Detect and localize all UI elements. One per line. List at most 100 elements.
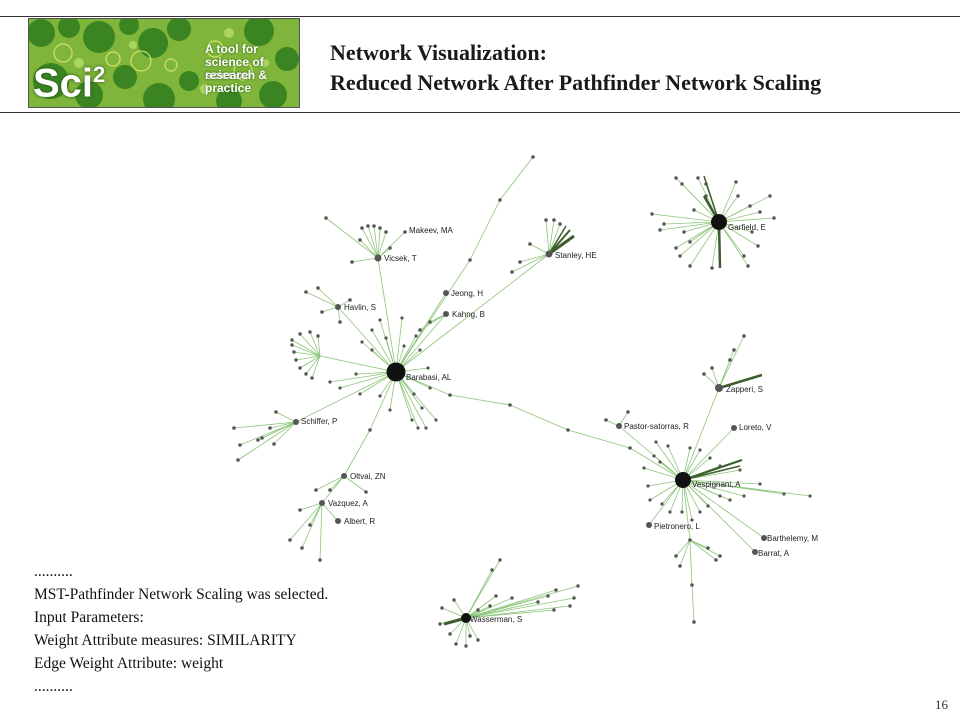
- network-edge-81: [395, 371, 419, 429]
- network-edge-135: [682, 479, 745, 497]
- notes-line-1: ..........: [34, 563, 73, 580]
- network-node-115: [692, 208, 696, 212]
- network-node-102: [750, 230, 754, 234]
- network-edge-145: [682, 479, 811, 497]
- header-rule-top: [0, 16, 960, 17]
- network-node-128: [706, 504, 710, 508]
- label-oltvai: Oltvai, ZN: [350, 472, 386, 481]
- network-edge-14: [359, 239, 379, 259]
- network-node-73: [358, 392, 362, 396]
- network-edge-10: [367, 225, 379, 259]
- network-node-170: [536, 600, 540, 604]
- network-edge-55: [289, 502, 323, 541]
- network-edge-24: [317, 287, 339, 308]
- network-edge-146: [682, 459, 743, 481]
- network-edge-51: [321, 475, 345, 504]
- network-edge-74: [339, 371, 397, 389]
- network-node-45: [236, 458, 240, 462]
- network-edge-134: [682, 479, 731, 501]
- network-node-156: [690, 583, 694, 587]
- network-node-153: [761, 535, 767, 541]
- network-edge-41: [269, 421, 297, 429]
- network-node-41: [256, 438, 260, 442]
- network-edge-163: [689, 539, 693, 586]
- network-node-163: [675, 472, 691, 488]
- network-node-61: [360, 340, 364, 344]
- network-edge-88: [519, 253, 550, 263]
- network-node-123: [660, 502, 664, 506]
- label-vespignani: Vespignani, A: [692, 480, 741, 489]
- network-node-158: [706, 546, 710, 550]
- network-node-112: [662, 222, 666, 226]
- network-node-119: [658, 460, 662, 464]
- network-node-126: [690, 518, 694, 522]
- network-node-95: [704, 182, 708, 186]
- title-line-1: Network Visualization:: [330, 40, 547, 65]
- network-node-175: [576, 584, 580, 588]
- network-node-9: [360, 226, 364, 230]
- network-edge-164: [691, 584, 695, 623]
- network-edge-6: [567, 429, 631, 449]
- network-node-111: [682, 230, 686, 234]
- network-node-38: [316, 334, 320, 338]
- network-node-165: [488, 604, 492, 608]
- network-node-62: [370, 328, 374, 332]
- network-edge-44: [261, 421, 297, 439]
- network-node-14: [358, 238, 362, 242]
- label-stanley: Stanley, HE: [555, 251, 597, 260]
- label-garfield: Garfield, E: [728, 223, 766, 232]
- network-node-161: [674, 554, 678, 558]
- network-node-24: [316, 286, 320, 290]
- label-wasserman: Wasserman, S: [470, 615, 522, 624]
- network-edge-39: [319, 355, 397, 373]
- notes-line-3: Input Parameters:: [34, 609, 144, 626]
- network-node-5: [566, 428, 570, 432]
- network-edge-13: [377, 231, 387, 259]
- network-nodes: [232, 155, 812, 648]
- network-edge-25: [305, 291, 339, 308]
- network-edge-93: [548, 225, 567, 255]
- network-edge-48: [275, 411, 297, 423]
- network-edge-23: [337, 306, 397, 373]
- network-node-100: [768, 194, 772, 198]
- network-edge-152: [718, 335, 745, 389]
- label-pietronero: Pietronero, L: [654, 522, 700, 531]
- network-node-16: [403, 230, 407, 234]
- network-node-168: [498, 558, 502, 562]
- network-edge-9: [361, 227, 379, 259]
- network-node-134: [718, 464, 722, 468]
- network-node-18: [324, 216, 328, 220]
- network-edge-136: [682, 479, 761, 485]
- network-edge-149: [718, 373, 763, 390]
- network-node-137: [688, 446, 692, 450]
- network-node-125: [680, 510, 684, 514]
- network-edge-169: [679, 539, 691, 567]
- network-edge-53: [299, 502, 323, 511]
- network-node-42: [238, 443, 242, 447]
- network-node-55: [288, 538, 292, 542]
- sci2-logo: A tool for science of science research &…: [28, 18, 300, 108]
- network-node-148: [616, 423, 622, 429]
- network-edge-30: [293, 351, 321, 357]
- logo-tagline-2: science of science: [205, 55, 264, 82]
- network-node-178: [438, 622, 442, 626]
- network-node-28: [348, 298, 352, 302]
- logo-wordmark: Sci2: [33, 53, 105, 105]
- network-node-33: [304, 372, 308, 376]
- network-node-101: [772, 216, 776, 220]
- network-node-135: [708, 456, 712, 460]
- label-kahng: Kahng, B: [452, 310, 485, 319]
- network-edge-116: [659, 221, 720, 231]
- network-edge-37: [309, 331, 321, 357]
- network-edge-159: [648, 479, 684, 526]
- sci2-logo-graphic: [29, 19, 299, 107]
- network-node-103: [756, 244, 760, 248]
- network-edge-46: [237, 421, 297, 461]
- network-edge-147: [682, 465, 741, 481]
- network-node-154: [752, 549, 758, 555]
- network-node-94: [696, 176, 700, 180]
- network-labels: Barabasi, AL Makeev, MA Vicsek, T Havlin…: [301, 223, 818, 624]
- notes-line-6: ..........: [34, 678, 73, 695]
- network-node-142: [715, 384, 723, 392]
- network-node-82: [370, 348, 374, 352]
